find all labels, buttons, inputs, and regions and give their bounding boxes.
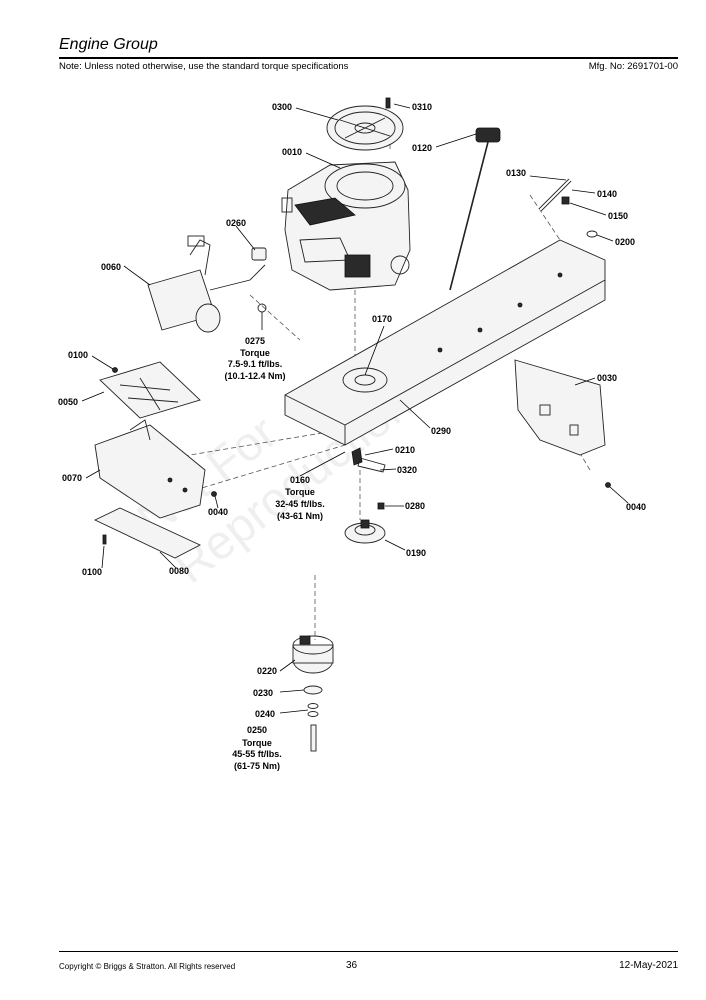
callout-0210: 0210 [395,445,415,455]
callout-0190: 0190 [406,548,426,558]
callout-0060: 0060 [101,262,121,272]
torque-callout-0275: 0275 Torque 7.5-9.1 ft/lbs. (10.1-12.4 N… [224,336,285,381]
header-rule [59,57,678,59]
callout-0080: 0080 [169,566,189,576]
callout-0200: 0200 [615,237,635,247]
callout-0040-left: 0040 [208,507,228,517]
callout-0120: 0120 [412,143,432,153]
callout-0140: 0140 [597,189,617,199]
page-title: Engine Group [59,36,158,53]
bolt-0130 [538,178,572,212]
callout-labels: 0300 0310 0010 0120 0130 0140 0150 0200 … [58,102,646,719]
screw-0310 [385,97,391,109]
callout-0170: 0170 [372,314,392,324]
callout-0240: 0240 [255,709,275,719]
torque-0275-label: Torque [240,348,270,358]
callout-0030: 0030 [597,373,617,383]
pto-clutch [292,635,334,674]
callout-0070: 0070 [62,473,82,483]
callout-0040-right: 0040 [626,502,646,512]
spring-0200 [586,230,598,238]
side-plate [514,359,611,488]
mower-frame [284,239,606,446]
torque-0160-part: 0160 [290,475,310,485]
torque-0275-part: 0275 [245,336,265,346]
callout-0290: 0290 [431,426,451,436]
assembly-lines [159,112,591,640]
callout-0230: 0230 [253,688,273,698]
callout-0130: 0130 [506,168,526,178]
torque-note: Note: Unless noted otherwise, use the st… [59,61,349,72]
callout-0100-top: 0100 [68,350,88,360]
callout-0220: 0220 [257,666,277,676]
washer-0230 [303,685,323,695]
lower-plate [93,507,202,559]
cover-plate [99,361,201,419]
mfg-number: Mfg. No: 2691701-00 [588,61,678,72]
torque-0160-ftlb: 32-45 ft/lbs. [275,499,325,509]
dipstick-tube [449,127,501,291]
torque-callout-0250: 0250 Torque 45-55 ft/lbs. (61-75 Nm) [232,725,282,771]
callout-0320: 0320 [397,465,417,475]
callout-0150: 0150 [608,211,628,221]
callout-0260: 0260 [226,218,246,228]
muffler [147,235,266,333]
torque-0275-ftlb: 7.5-9.1 ft/lbs. [228,359,283,369]
torque-0250-nm: (61-75 Nm) [234,761,280,771]
engine [281,161,411,291]
pulley-0190 [344,519,386,544]
torque-0160-nm: (43-61 Nm) [277,511,323,521]
copyright: Copyright © Briggs & Stratton. All Right… [59,962,236,971]
bolt-0280 [377,502,385,510]
torque-0275-nm: (10.1-12.4 Nm) [224,371,285,381]
torque-0250-ftlb: 45-55 ft/lbs. [232,749,282,759]
callout-0050: 0050 [58,397,78,407]
bolt-0250 [310,724,317,752]
callout-0010: 0010 [282,147,302,157]
blower-housing-screen [326,105,404,151]
footer-rule [59,951,678,952]
support-bracket [94,419,217,519]
callout-0100-bottom: 0100 [82,567,102,577]
idler-arm-0210 [351,447,386,473]
leader-lines [81,103,629,714]
callout-0310: 0310 [412,102,432,112]
callout-0300: 0300 [272,102,292,112]
washer-0240 [307,703,319,717]
torque-callout-0160: 0160 Torque 32-45 ft/lbs. (43-61 Nm) [275,475,325,521]
publish-date: 12-May-2021 [619,960,678,971]
nut-0150 [561,196,570,205]
torque-0250-part: 0250 [247,725,267,735]
callout-0280: 0280 [405,501,425,511]
page-number: 36 [346,960,358,971]
torque-0160-label: Torque [285,487,315,497]
gasket-0260 [251,247,267,261]
torque-0250-label: Torque [242,738,272,748]
